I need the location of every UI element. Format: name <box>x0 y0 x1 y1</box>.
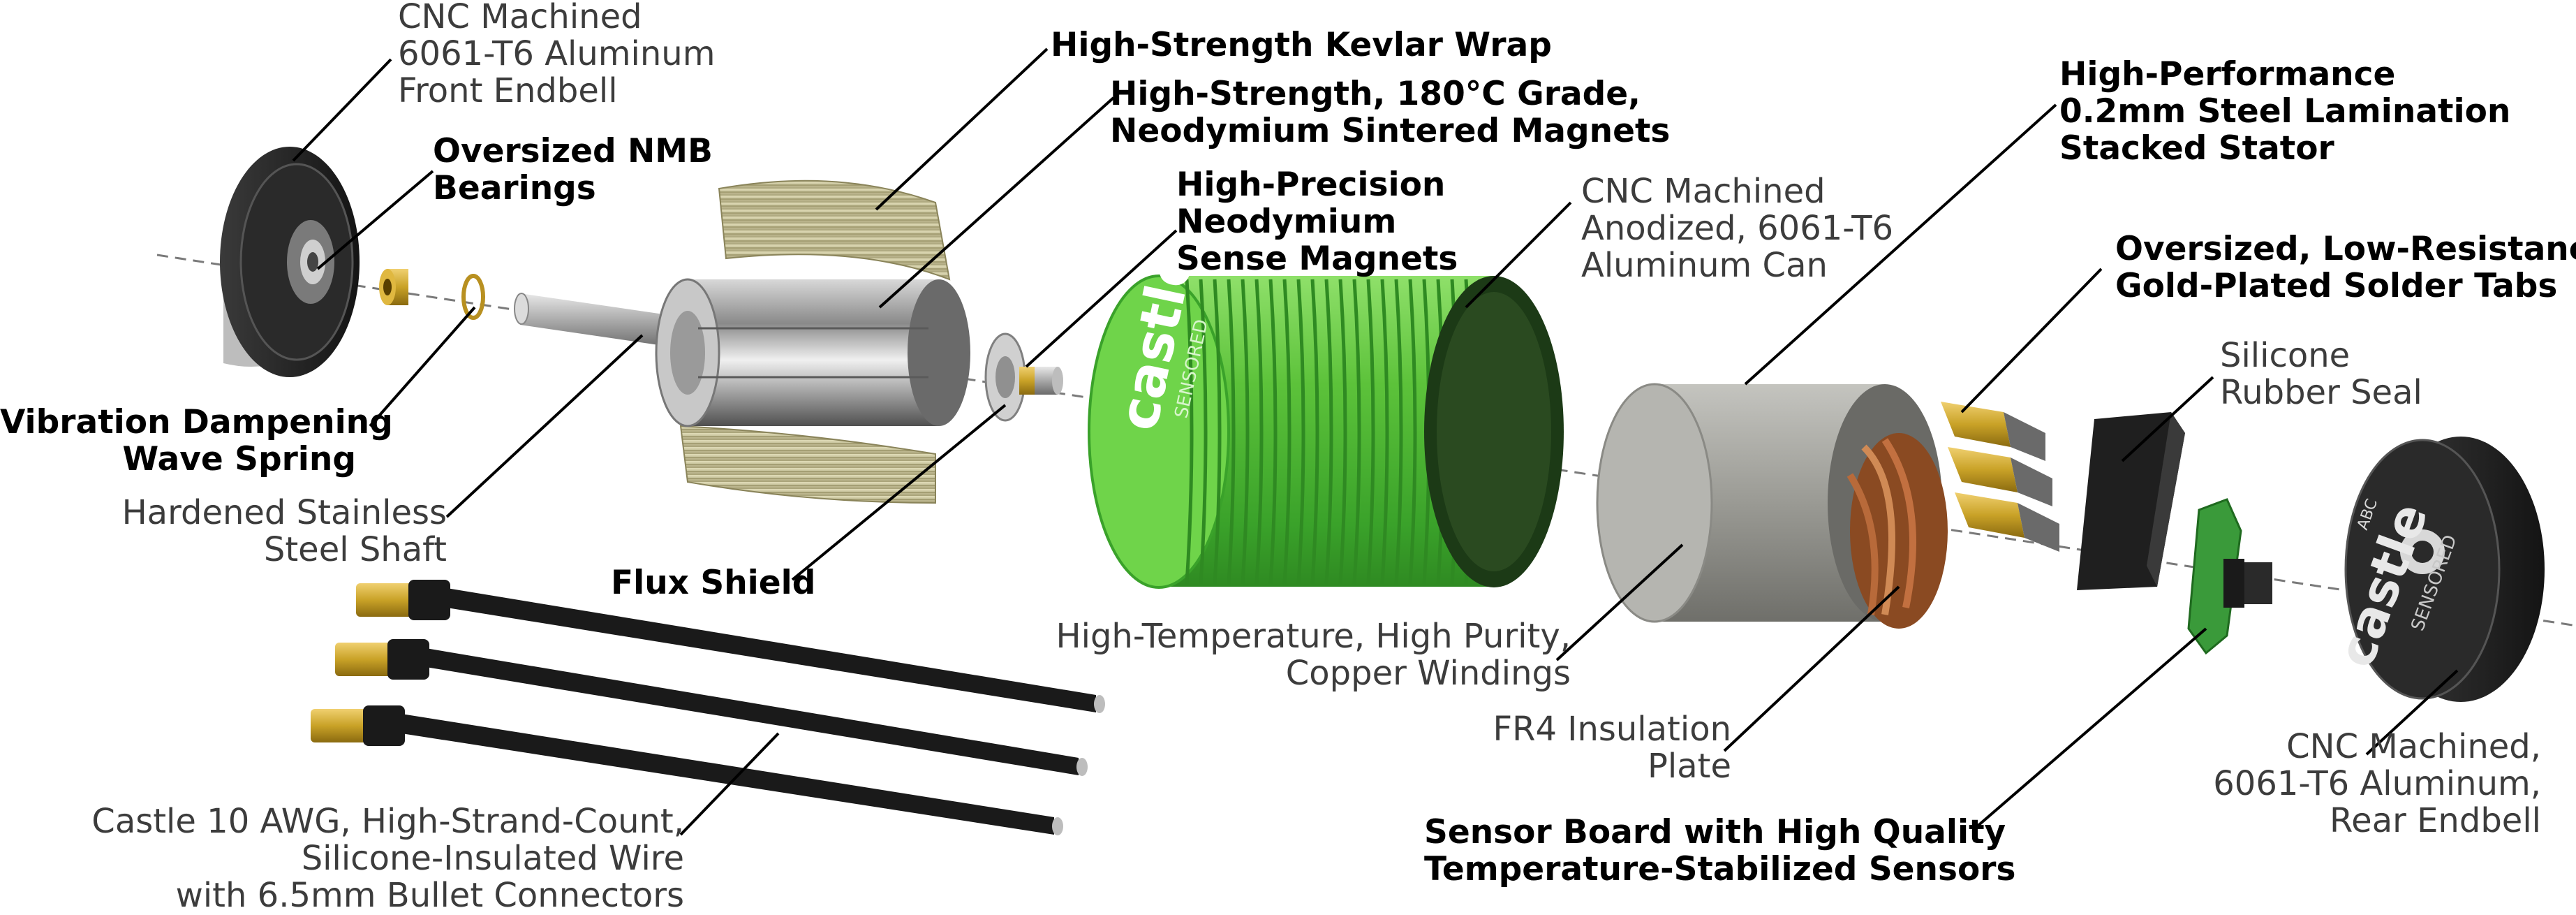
label-sintered-magnets: High-Strength, 180°C Grade,Neodymium Sin… <box>1110 75 1671 150</box>
wire-3 <box>311 705 1063 835</box>
can-fin <box>1352 279 1361 585</box>
kevlar-wrap-top <box>718 180 951 281</box>
solder-tabs <box>1941 402 2059 552</box>
can-fin <box>1338 279 1347 585</box>
leader-front-endbell <box>292 58 392 162</box>
label-windings: High-Temperature, High Purity,Copper Win… <box>1056 617 1571 693</box>
can-fin <box>1282 279 1291 585</box>
flux-shield <box>984 332 1026 422</box>
label-rear-endbell: CNC Machined,6061-T6 Aluminum,Rear Endbe… <box>2213 727 2541 840</box>
leader-bearings <box>316 170 434 270</box>
can-fin <box>1213 279 1222 585</box>
leader-kevlar <box>875 47 1049 211</box>
leader-can <box>1465 201 1572 309</box>
leader-solder-tabs <box>1960 268 2103 413</box>
wire-1 <box>356 580 1105 713</box>
can-fin <box>1366 279 1375 585</box>
can-fin <box>1227 279 1236 585</box>
rotor-magnets <box>655 278 970 427</box>
label-kevlar-wrap: High-Strength Kevlar Wrap <box>1051 26 1552 64</box>
wave-spring <box>461 274 485 320</box>
leader-sintered-magnets <box>878 96 1115 309</box>
can-fin <box>1310 279 1319 585</box>
leader-stator <box>1744 103 2057 386</box>
can-fin <box>1324 279 1333 585</box>
label-wire: Castle 10 AWG, High-Strand-Count,Silicon… <box>91 802 684 915</box>
can-fin <box>1296 279 1305 585</box>
leader-wire <box>679 732 780 836</box>
label-flux-shield: Flux Shield <box>611 564 816 602</box>
leader-wave-spring <box>369 306 476 427</box>
wire-2 <box>335 639 1088 776</box>
leader-lines <box>292 47 2459 836</box>
leader-insulation <box>1723 585 1900 752</box>
leader-flux-shield <box>791 404 1007 581</box>
can-fin <box>1241 279 1250 585</box>
leader-shaft <box>445 334 644 518</box>
label-solder-tabs: Oversized, Low-Resistance,Gold-Plated So… <box>2115 230 2576 305</box>
can-fin <box>1394 279 1403 585</box>
leader-windings <box>1555 543 1684 661</box>
can-fin <box>1199 279 1208 585</box>
leader-sensor-board <box>1974 627 2207 829</box>
copper-windings <box>1846 433 1948 629</box>
sense-magnets <box>1019 367 1063 395</box>
front-bearing <box>379 269 408 305</box>
leader-sense-magnets <box>1025 229 1178 368</box>
leader-seal <box>2121 376 2214 462</box>
motor-shaft <box>514 293 688 349</box>
front-endbell <box>220 147 360 377</box>
can-fin <box>1185 279 1194 585</box>
can-fin <box>1408 279 1417 585</box>
rubber-seal <box>2077 412 2185 590</box>
leader-rear-endbell <box>2365 669 2459 756</box>
sensor-board <box>2187 498 2272 655</box>
aluminum-can <box>1088 274 1564 589</box>
kevlar-wrap-bottom <box>679 425 936 504</box>
can-fin <box>1254 279 1264 585</box>
rear-endbell <box>2344 437 2545 702</box>
can-fin <box>1380 279 1389 585</box>
can-fin <box>1268 279 1278 585</box>
